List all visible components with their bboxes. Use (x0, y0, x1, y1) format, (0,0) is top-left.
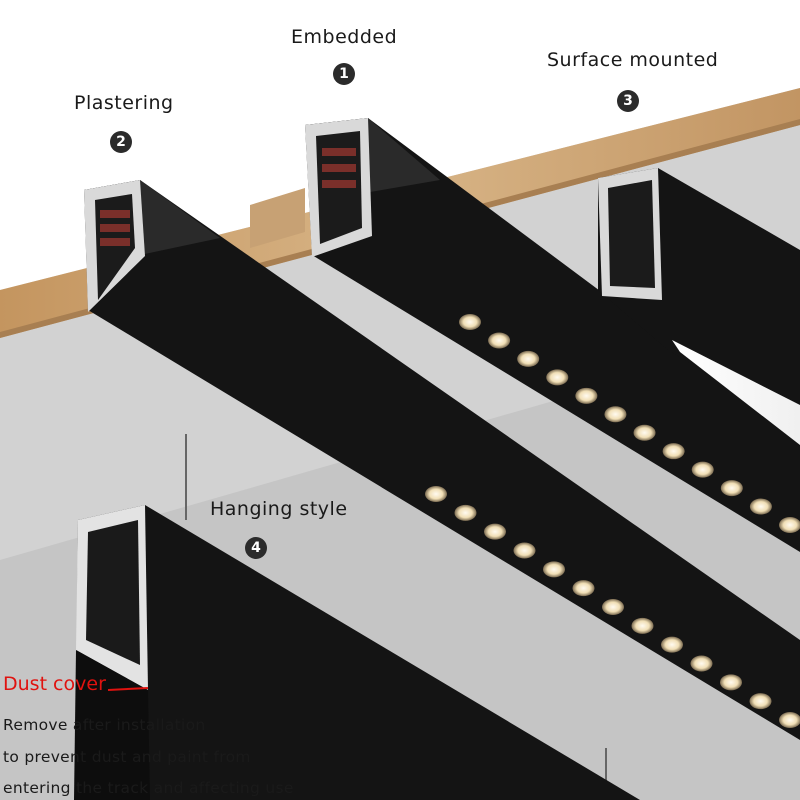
led-diode (425, 486, 447, 502)
led-diode (779, 712, 800, 728)
led-diode (661, 636, 683, 653)
led-diode (546, 369, 569, 386)
led-diode (690, 655, 713, 672)
led-diode (662, 443, 685, 460)
label-plastering: Plastering (74, 92, 174, 114)
led-diode (749, 498, 772, 515)
led-diode (575, 387, 598, 404)
number-badge-3: 3 (617, 90, 639, 112)
number-badge-1: 1 (333, 63, 355, 85)
dust-cover-note-2: to prevent dust and paint from (3, 748, 251, 766)
led-diode (691, 461, 714, 478)
led-diode (454, 504, 477, 521)
led-diode (749, 693, 772, 710)
led-diode (513, 542, 536, 559)
dust-cover-note-3: entering the track and affecting use (3, 779, 294, 797)
led-diode (779, 517, 800, 533)
dust-cover-title: Dust cover (3, 673, 106, 695)
led-diode (631, 617, 654, 634)
led-diode (484, 523, 506, 540)
number-badge-2: 2 (110, 131, 132, 153)
led-diode (633, 424, 656, 441)
led-diode (720, 480, 743, 497)
led-diode (459, 314, 481, 330)
led-row-plastering (425, 486, 800, 728)
led-diode (602, 599, 624, 615)
plaster-groove-back (250, 188, 305, 248)
led-diode (543, 561, 565, 578)
label-hanging-style: Hanging style (210, 498, 348, 520)
hanging-track (74, 434, 640, 800)
plastering-track (84, 180, 800, 740)
led-diode (517, 350, 540, 367)
led-row-embedded (459, 314, 800, 533)
surface-track (598, 168, 800, 445)
led-diode (488, 332, 511, 349)
label-embedded: Embedded (291, 26, 398, 48)
led-diode (572, 580, 595, 597)
label-surface-mounted: Surface mounted (547, 49, 719, 71)
led-diode (604, 406, 627, 423)
led-diode (720, 674, 742, 691)
number-badge-4: 4 (245, 537, 267, 559)
dust-cover-note-1: Remove after installation (3, 716, 206, 734)
dust-cover-pointer (107, 687, 149, 691)
